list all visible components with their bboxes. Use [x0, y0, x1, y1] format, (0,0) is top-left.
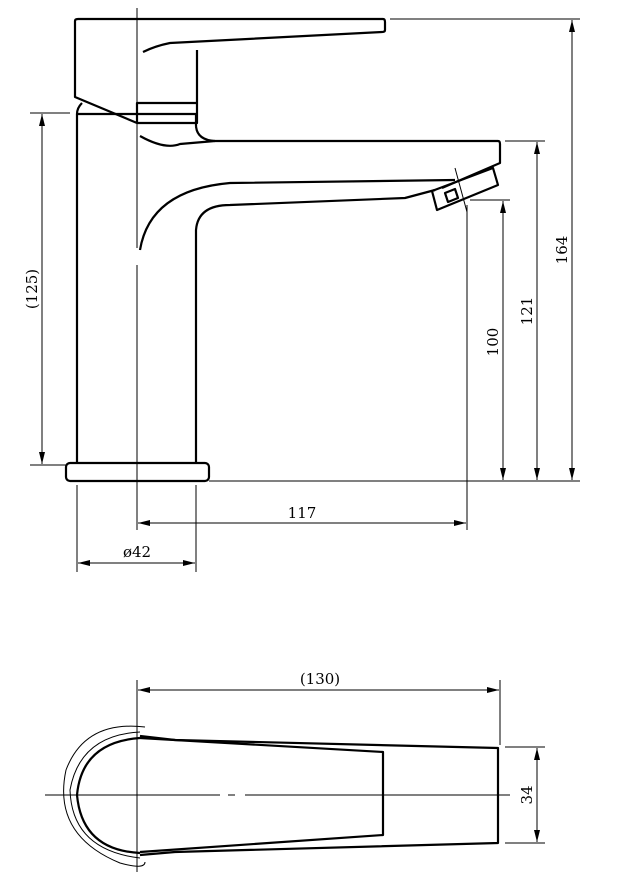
dimension-label-34: 34 [518, 785, 536, 804]
spout-upper-curve [139, 135, 216, 147]
handle-body [73, 21, 199, 125]
dimension-label-42: ø42 [123, 543, 151, 561]
dimension-label-125: (125) [23, 269, 41, 309]
top-view: (130) 34 [45, 670, 545, 872]
front-view: 164 121 100 (125) 117 ø42 [23, 8, 580, 572]
base-outline [63, 725, 146, 867]
spout-underside [138, 178, 456, 251]
base-ring [69, 731, 141, 859]
lever-top-outline [139, 736, 385, 854]
aerator [430, 166, 500, 212]
dimension-label-121: 121 [518, 297, 536, 326]
aerator-axis [454, 167, 468, 213]
dimension-label-164: 164 [553, 236, 571, 265]
dimension-label-100: 100 [484, 328, 502, 357]
spout-inner [194, 188, 436, 463]
dimension-label-117: 117 [288, 504, 317, 522]
spout-top [194, 125, 502, 190]
handle-lever [73, 17, 387, 53]
handle-top-outline [75, 736, 141, 855]
dimension-label-130: (130) [300, 670, 340, 688]
faucet-base [64, 461, 211, 483]
